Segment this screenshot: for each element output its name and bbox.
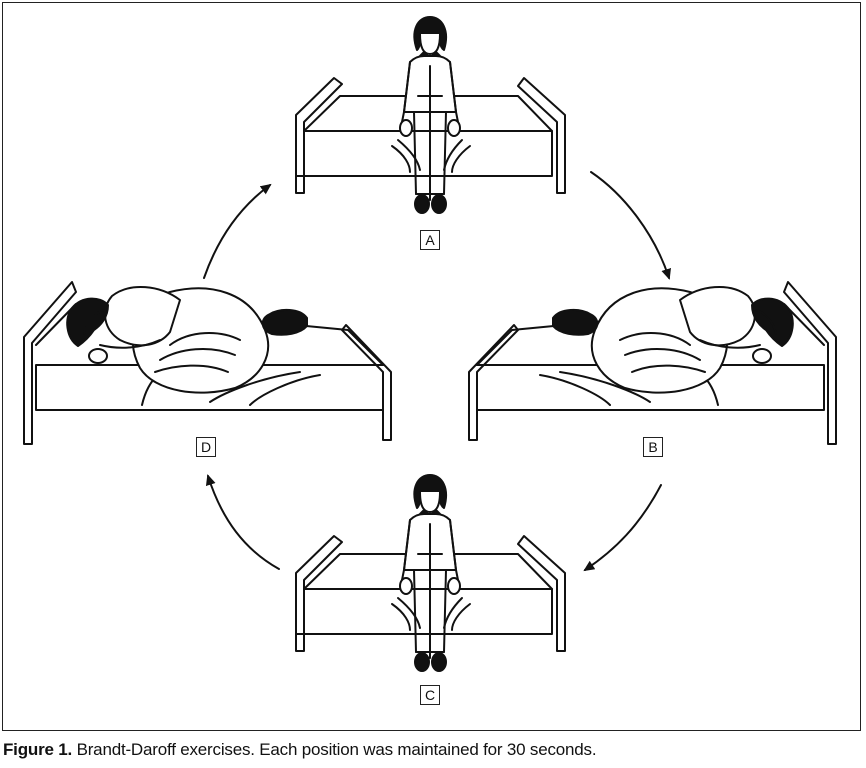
figure-caption: Figure 1. Brandt-Daroff exercises. Each … [3,740,863,760]
figure-frame [2,2,861,731]
position-d-lying-left [23,281,392,445]
arrow-b-to-c [583,484,662,572]
position-c-sitting [295,474,566,672]
label-c: C [420,685,440,705]
arrow-c-to-d [205,474,280,570]
label-a: A [420,230,440,250]
label-b: B [643,437,663,457]
label-d: D [196,437,216,457]
figure-caption-text: Brandt-Daroff exercises. Each position w… [72,740,597,759]
position-a-sitting [295,16,566,214]
arrow-d-to-a [203,183,272,279]
figure-number: Figure 1. [3,740,73,759]
position-b-lying-right [468,281,837,445]
arrow-a-to-b [590,171,671,280]
